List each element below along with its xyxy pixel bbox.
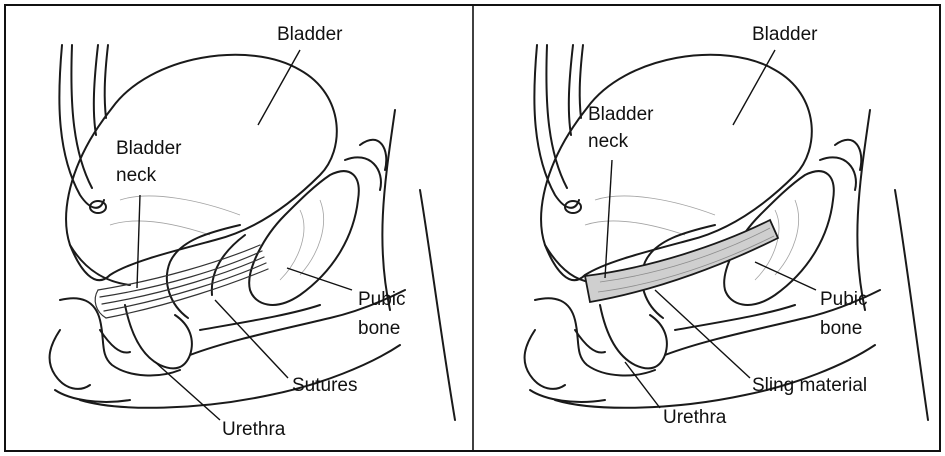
right-pubic-bone-label-line2: bone	[820, 318, 862, 339]
left-urethra-label: Urethra	[222, 419, 286, 440]
right-panel: Bladder Bladder neck Pubic bone Sling ma…	[525, 24, 928, 428]
left-panel: Bladder Bladder neck Pubic bone Sutures …	[50, 24, 455, 440]
left-pubic-bone-label-line1: Pubic	[358, 289, 406, 310]
left-sutures-label: Sutures	[292, 375, 357, 396]
right-urethra-leader	[625, 362, 660, 408]
right-bladder-neck-label-line1: Bladder	[588, 104, 654, 125]
left-sutures-leader	[215, 300, 288, 378]
sling-material-label: Sling material	[752, 375, 867, 396]
right-bladder-label: Bladder	[752, 24, 818, 45]
left-urethra-leader	[155, 362, 220, 420]
left-bladder-label: Bladder	[277, 24, 343, 45]
left-bladder-neck-label-line2: neck	[116, 165, 157, 186]
left-pubic-bone-leader	[287, 268, 352, 290]
right-pubic-bone-label-line1: Pubic	[820, 289, 868, 310]
left-bladder-neck-leader	[137, 195, 140, 288]
left-sutures	[95, 245, 268, 318]
right-bladder	[541, 55, 812, 280]
left-bladder	[66, 55, 337, 280]
left-bladder-neck-label-line1: Bladder	[116, 138, 182, 159]
right-bladder-neck-label-line2: neck	[588, 131, 629, 152]
right-bladder-neck-leader	[605, 160, 612, 278]
right-urethra-label: Urethra	[663, 407, 727, 428]
left-ureter-outer	[59, 45, 104, 208]
left-pubic-bone-label-line2: bone	[358, 318, 400, 339]
left-ureter-inner	[94, 45, 98, 135]
